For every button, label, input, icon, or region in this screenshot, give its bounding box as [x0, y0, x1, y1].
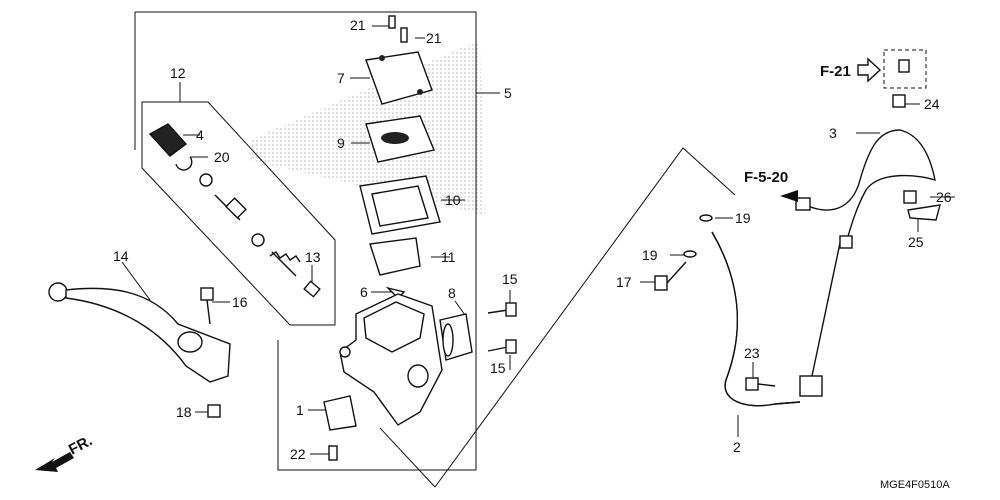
brake-lever: [48, 282, 231, 383]
banjo-bolt-17: [654, 261, 687, 291]
piston-group-outline: [141, 101, 336, 326]
part-number-14: 14: [113, 248, 129, 264]
part-number-4: 4: [196, 127, 204, 143]
reservoir-cover: [365, 51, 433, 105]
part-number-2: 2: [733, 439, 741, 455]
part-number-21a: 21: [350, 17, 366, 33]
hose-outline-bottom: [379, 427, 436, 488]
f21-screw: [898, 59, 910, 73]
nut-18: [207, 404, 221, 418]
part-number-23: 23: [744, 345, 760, 361]
screw-22: [328, 445, 338, 461]
f520-arrow-icon: [780, 190, 798, 202]
clamp-24: [892, 94, 906, 108]
screw-21b: [400, 27, 408, 43]
f21-arrow-icon: [857, 57, 882, 83]
part-number-16: 16: [232, 294, 248, 310]
part-number-15b: 15: [490, 360, 506, 376]
diagram-code: MGE4F0510A: [880, 479, 950, 491]
part-number-20: 20: [214, 149, 230, 165]
part-number-24: 24: [924, 96, 940, 112]
part-number-17: 17: [616, 274, 632, 290]
part-number-18: 18: [176, 404, 192, 420]
reservoir-float: [369, 237, 421, 276]
part-number-12: 12: [170, 65, 186, 81]
part-number-19a: 19: [735, 210, 751, 226]
part-number-8: 8: [448, 285, 456, 301]
part-number-9: 9: [337, 135, 345, 151]
part-number-22: 22: [290, 446, 306, 462]
circlip-20: [175, 156, 193, 171]
part-number-10: 10: [445, 192, 461, 208]
part-number-13: 13: [305, 249, 321, 265]
part-number-15a: 15: [502, 271, 518, 287]
brake-switch: [323, 395, 357, 431]
bolt-15a: [487, 302, 517, 317]
master-cylinder-holder: [439, 313, 473, 361]
reservoir-diaphragm: [359, 175, 441, 235]
part-number-6: 6: [360, 284, 368, 300]
hose-group-outline: [434, 147, 736, 488]
bracket-25: [907, 204, 941, 221]
boot-4: [148, 123, 188, 157]
ref-f520: F-5-20: [744, 169, 788, 186]
brake-pipe-3: [795, 129, 936, 249]
part-number-21b: 21: [426, 30, 442, 46]
front-arrow-icon: [35, 452, 74, 472]
master-cylinder: [339, 293, 443, 426]
ref-f21: F-21: [820, 63, 851, 80]
piston-assembly: [199, 173, 321, 298]
part-number-5: 5: [504, 85, 512, 101]
part-number-11: 11: [441, 249, 456, 265]
bolt-23: [745, 377, 776, 391]
part-number-26: 26: [936, 189, 952, 205]
washer-19b: [683, 250, 697, 258]
leader-lines: [121, 25, 955, 455]
bolt-15b: [487, 339, 517, 354]
pivot-bolt-16: [200, 287, 214, 325]
part-number-3: 3: [829, 125, 837, 141]
part-number-25: 25: [908, 234, 924, 250]
washer-19a: [699, 214, 713, 222]
f21-box: [883, 49, 927, 89]
screw-21a: [388, 15, 396, 29]
part-number-19b: 19: [642, 247, 658, 263]
part-number-7: 7: [337, 70, 345, 86]
part-number-1: 1: [296, 402, 304, 418]
brake-hose-2: [711, 231, 841, 407]
reservoir-plate: [365, 115, 435, 163]
bolt-26: [903, 190, 917, 204]
reservoir-group-outline: [135, 11, 477, 471]
